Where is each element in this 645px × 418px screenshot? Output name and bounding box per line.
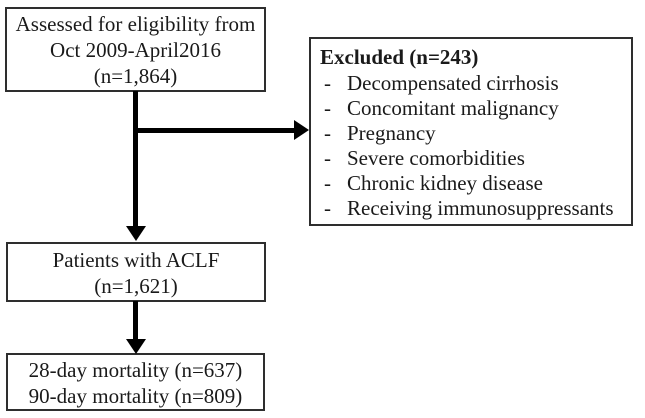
arrow-down-icon <box>126 339 146 354</box>
excluded-item-5: - Chronic kidney disease <box>320 171 625 196</box>
excluded-item-label-6: Receiving immunosuppressants <box>347 196 614 220</box>
dash-bullet: - <box>324 121 331 145</box>
eligibility-line-1: Assessed for eligibility from <box>15 12 256 36</box>
arrow-eligibility-to-aclf-line <box>133 91 138 227</box>
excluded-item-label-3: Pregnancy <box>347 121 436 145</box>
excluded-item-label-1: Decompensated cirrhosis <box>347 71 559 95</box>
dash-bullet: - <box>324 71 331 95</box>
dash-bullet: - <box>324 196 331 220</box>
dash-bullet: - <box>324 146 331 170</box>
mortality-box: 28-day mortality (n=637) 90-day mortalit… <box>6 353 265 411</box>
mortality-line-1: 28-day mortality (n=637) <box>28 358 243 382</box>
arrow-right-icon <box>294 120 309 140</box>
excluded-item-6: - Receiving immunosuppressants <box>320 196 625 221</box>
eligibility-box: Assessed for eligibility from Oct 2009-A… <box>5 7 266 92</box>
excluded-item-2: - Concomitant malignancy <box>320 96 625 121</box>
excluded-item-label-2: Concomitant malignancy <box>347 96 559 120</box>
arrow-branch-to-excluded-line <box>136 128 295 133</box>
excluded-title: Excluded (n=243) <box>320 45 479 69</box>
aclf-box: Patients with ACLF (n=1,621) <box>6 242 266 302</box>
excluded-item-label-5: Chronic kidney disease <box>347 171 543 195</box>
arrow-aclf-to-mortality-line <box>133 301 138 340</box>
excluded-item-label-4: Severe comorbidities <box>347 146 525 170</box>
excluded-item-1: - Decompensated cirrhosis <box>320 71 625 96</box>
dash-bullet: - <box>324 171 331 195</box>
excluded-item-3: - Pregnancy <box>320 121 625 146</box>
eligibility-line-3: (n=1,864) <box>93 64 178 88</box>
excluded-box: Excluded (n=243) - Decompensated cirrhos… <box>309 37 633 226</box>
mortality-line-2: 90-day mortality (n=809) <box>28 384 243 408</box>
aclf-line-2: (n=1,621) <box>94 274 178 298</box>
eligibility-line-2: Oct 2009-April2016 <box>50 38 221 62</box>
excluded-item-4: - Severe comorbidities <box>320 146 625 171</box>
arrow-down-icon <box>126 226 146 241</box>
aclf-line-1: Patients with ACLF <box>52 248 220 272</box>
dash-bullet: - <box>324 96 331 120</box>
